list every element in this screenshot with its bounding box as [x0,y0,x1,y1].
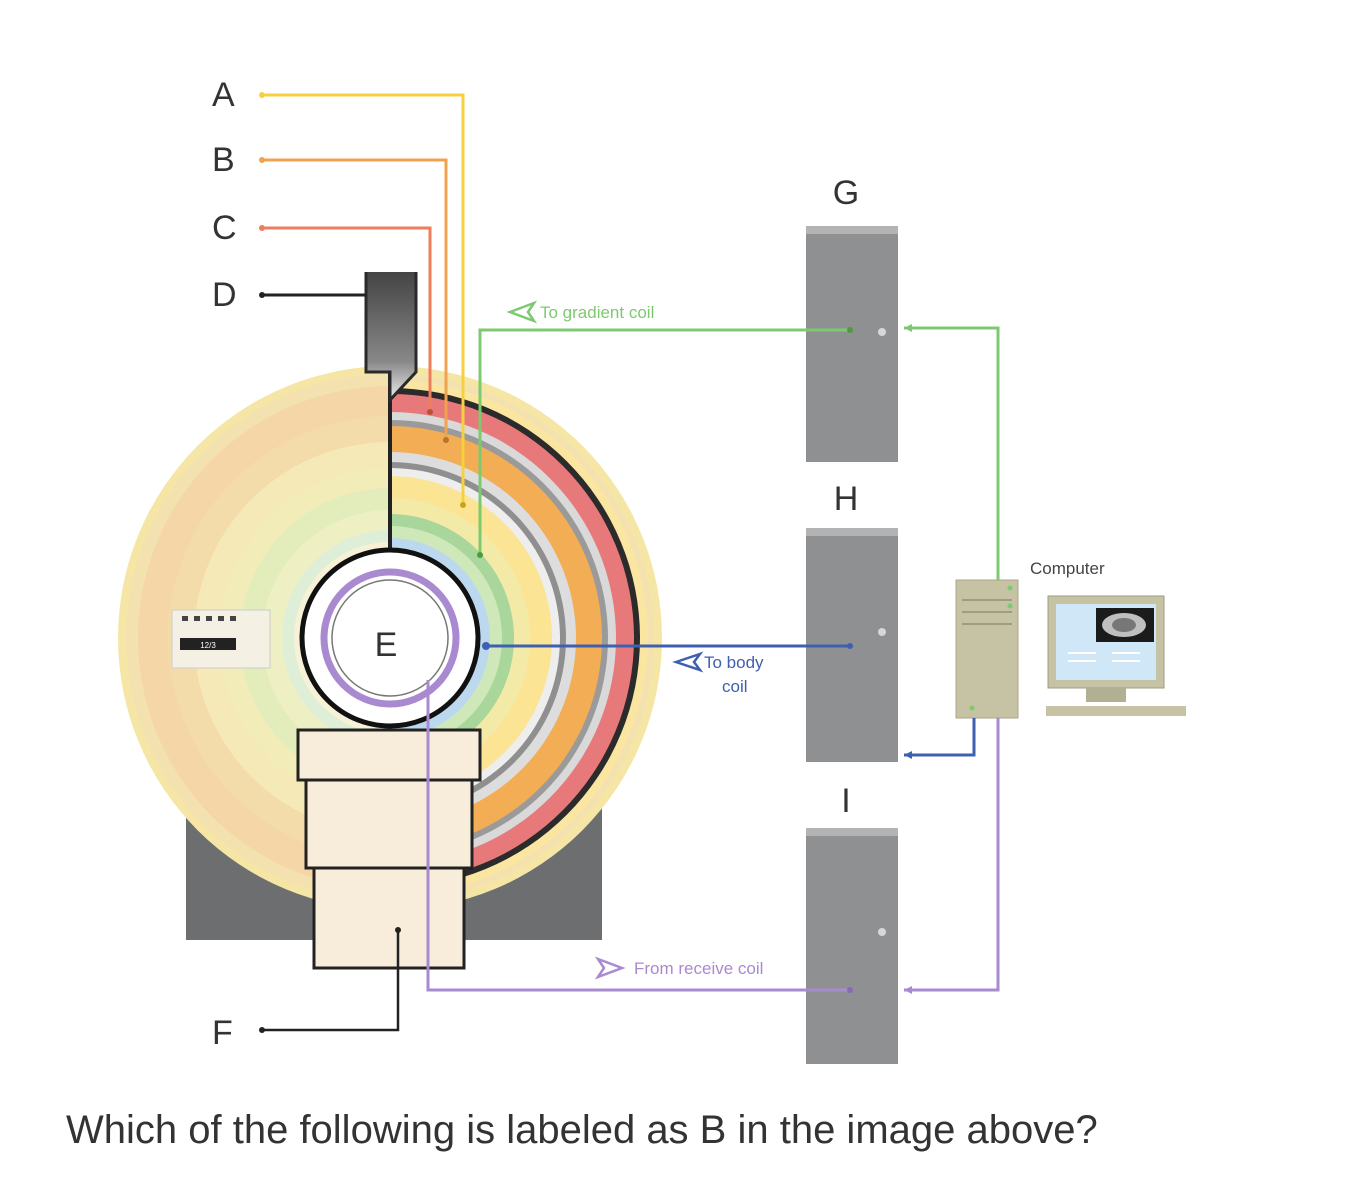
cooling-chute [364,272,418,404]
leader-line-c [259,225,433,415]
mri-diagram: 12/3 [118,76,1186,1064]
label-b: B [212,141,235,179]
cabinet-g [806,226,898,462]
gradient-coil-line [477,300,1000,580]
label-g: G [833,174,859,212]
control-panel: 12/3 [171,609,271,669]
label-f: F [212,1014,233,1052]
annotation-body-coil-line1: To body [704,653,764,672]
receive-coil-line [426,680,1000,994]
patient-table [296,728,482,970]
body-coil-line [482,642,976,759]
label-d: D [212,276,237,314]
leader-line-b [259,157,449,443]
panel-display: 12/3 [200,641,216,650]
annotation-body-coil-line2: coil [722,677,748,696]
label-c: C [212,209,237,247]
cabinet-i [806,828,898,1064]
leader-line-a [259,92,466,508]
question-text: Which of the following is labeled as B i… [66,1108,1098,1152]
label-h: H [834,480,859,518]
label-e: E [375,626,398,664]
annotation-computer: Computer [1030,559,1105,578]
computer-monitor [1046,595,1186,716]
leader-line-f [259,927,401,1033]
label-a: A [212,76,235,114]
annotation-receive-coil: From receive coil [634,959,763,978]
leader-line-d [259,292,366,298]
annotation-gradient-coil: To gradient coil [540,303,654,322]
label-i: I [841,782,850,820]
computer-tower [955,579,1019,719]
